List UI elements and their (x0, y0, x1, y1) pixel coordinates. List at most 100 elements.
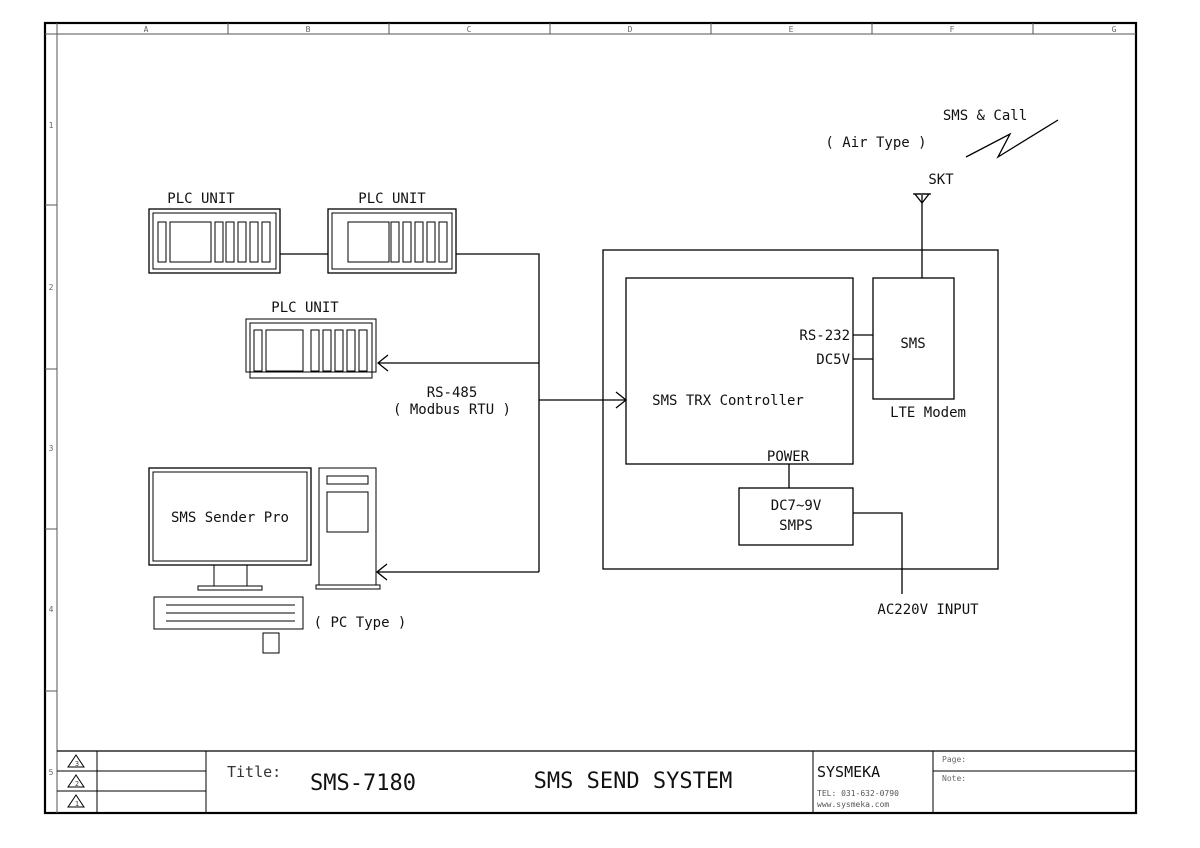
plc-display (265, 329, 304, 372)
row-ref: 4 (49, 605, 54, 614)
plc-unit-label: PLC UNIT (271, 300, 339, 316)
plc-slot (310, 329, 320, 372)
drawing-frame: A B C D E F G 1 2 3 4 5 (43, 21, 1138, 815)
title-label: Title: (227, 763, 281, 781)
smps-label: SMPS (779, 518, 813, 534)
column-ref: G (1112, 25, 1117, 34)
arrow-head-icon (376, 354, 389, 372)
plc-slot (414, 221, 424, 263)
revision-triangle-icon (67, 774, 85, 788)
plc-slot (322, 329, 332, 372)
plc-outer-frame (245, 318, 377, 373)
pc-tower (318, 467, 377, 586)
page-label: Page: (942, 755, 966, 764)
plc-slot (438, 221, 448, 263)
company-name: SYSMEKA (817, 763, 880, 781)
plc-slot (390, 221, 400, 263)
revision-triangle-icon (67, 754, 85, 768)
system-name: SMS SEND SYSTEM (534, 769, 733, 794)
plc-outer-frame (148, 208, 281, 274)
plc-unit-3: PLC UNIT (245, 300, 377, 379)
modem-inner-label: SMS (900, 336, 925, 352)
column-ref: B (306, 25, 311, 34)
modem-box (872, 277, 955, 400)
company-tel: TEL: 031-632-0790 (817, 789, 899, 798)
note-label: Note: (942, 774, 966, 783)
plc-unit-1: PLC UNIT (148, 191, 281, 274)
plc-slot (261, 221, 271, 263)
plc-inner-frame (249, 322, 373, 379)
monitor-screen (152, 471, 308, 562)
row-ref: 2 (49, 283, 54, 292)
plc-unit-label: PLC UNIT (358, 191, 426, 207)
pc-workstation: SMS Sender Pro ( PC Type ) (148, 467, 407, 654)
drive-panel (326, 491, 369, 533)
arrow-head-icon (375, 563, 388, 581)
mouse (262, 632, 280, 654)
controller-box (625, 277, 854, 465)
plc-slot (334, 329, 344, 372)
port-power-label: POWER (767, 449, 810, 465)
link-label: SMS & Call (943, 108, 1027, 124)
revision-number: 1 (75, 800, 79, 808)
revision-number: 3 (75, 760, 79, 768)
ac-input-label: AC220V INPUT (877, 602, 979, 618)
plc-unit-2: PLC UNIT (327, 191, 457, 274)
smps-voltage-label: DC7~9V (771, 498, 822, 514)
plc-slot (214, 221, 224, 263)
sms-trx-controller: SMS TRX Controller RS-232 DC5V POWER (625, 277, 854, 465)
revision-triangle-icon (67, 794, 85, 808)
row-ref: 5 (49, 768, 54, 777)
monitor-screen-text: SMS Sender Pro (171, 510, 289, 526)
keyboard (153, 596, 304, 630)
drive-bay (326, 475, 369, 485)
smps-box (738, 487, 854, 546)
plc-unit-label: PLC UNIT (167, 191, 235, 207)
revision-number: 2 (75, 780, 79, 788)
plc-slot (358, 329, 368, 372)
column-ref: C (467, 25, 472, 34)
plc-slot (249, 221, 259, 263)
column-ref: E (789, 25, 794, 34)
plc-slot (157, 221, 167, 263)
bus-protocol-label: RS-485 (427, 385, 478, 401)
plc-slot (426, 221, 436, 263)
plc-display (169, 221, 212, 263)
column-ref: A (144, 25, 149, 34)
row-ref: 1 (49, 121, 54, 130)
bus-protocol-sublabel: ( Modbus RTU ) (393, 402, 511, 418)
port-rs232-label: RS-232 (799, 328, 850, 344)
bus-trunk-wire (456, 253, 540, 572)
smps: DC7~9V SMPS (738, 487, 854, 546)
column-ref: F (950, 25, 955, 34)
monitor-stand (213, 564, 248, 587)
carrier-label: SKT (928, 172, 954, 188)
plc-slot (402, 221, 412, 263)
rs485-bus: RS-485 ( Modbus RTU ) (375, 253, 628, 581)
company-website: www.sysmeka.com (817, 800, 889, 809)
ac-input-wire (853, 512, 903, 594)
plc-inner-frame (331, 212, 453, 270)
plc-slot (225, 221, 235, 263)
tower-base (315, 584, 381, 590)
plc-slot (237, 221, 247, 263)
controller-label: SMS TRX Controller (652, 393, 804, 409)
port-dc5v-label: DC5V (816, 352, 850, 368)
row-ref: 3 (49, 444, 54, 453)
plc-outer-frame (327, 208, 457, 274)
title-block: 3 2 1 Title: SMS-7180 SMS SEND SYSTEM SY… (57, 750, 1136, 813)
plc-slot (253, 329, 263, 372)
plc-display (347, 221, 390, 263)
outer-border (43, 21, 1138, 815)
model-number: SMS-7180 (310, 771, 416, 796)
lte-modem: SMS LTE Modem (872, 277, 966, 421)
column-ref: D (628, 25, 633, 34)
wireless-link-icon (965, 119, 1059, 159)
air-type-label: ( Air Type ) (825, 135, 926, 151)
plc-slot (346, 329, 356, 372)
plc-inner-frame (152, 212, 277, 270)
modem-caption: LTE Modem (890, 405, 966, 421)
pc-type-label: ( PC Type ) (314, 615, 407, 631)
enclosure-box (602, 249, 999, 570)
